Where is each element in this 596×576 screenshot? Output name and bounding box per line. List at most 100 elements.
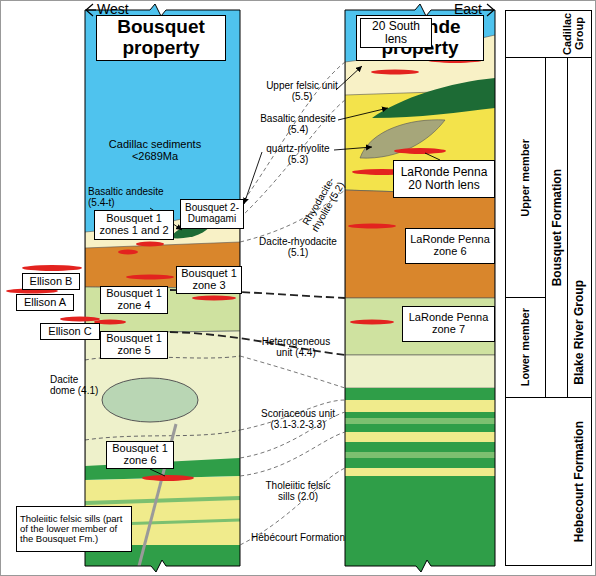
hebecourt-unit xyxy=(345,388,495,576)
east-arrow xyxy=(483,9,494,10)
bousquet-column-units xyxy=(85,0,240,576)
node-text: Lower member xyxy=(520,308,532,386)
node-text: Bousquet 2- Dumagami xyxy=(182,203,242,225)
node-text: Bousquet 1 zone 5 xyxy=(103,333,165,357)
node-text: Cadillac Group xyxy=(562,12,586,56)
node-text: Ellison C xyxy=(48,326,91,338)
basaltic-lens xyxy=(372,78,495,118)
node-text: Bousquet 1 zone 3 xyxy=(179,268,239,292)
group-cell: Cadillac Group xyxy=(505,10,592,58)
unit-label: quartz-rhyolite (5.3) xyxy=(262,143,334,165)
cadillac-unit xyxy=(85,0,240,576)
orebody-box: Bousquet 1 zone 3 xyxy=(176,266,242,294)
leader-arrow xyxy=(338,108,388,120)
leader-line xyxy=(150,469,165,476)
node-text: Ellison B xyxy=(30,276,73,288)
sill-stripe xyxy=(345,418,495,424)
member-cell: Lower member xyxy=(506,298,546,397)
orebody-box: 20 South lens xyxy=(360,18,432,48)
orebody-box: Ellison A xyxy=(16,294,74,311)
node-text: Bousquet Formation xyxy=(551,169,564,286)
unit-label: Cadillac sediments <2689Ma xyxy=(100,138,210,162)
node-text: LaRonde Penna zone 6 xyxy=(407,234,493,258)
orebody-box: Bousquet 1 zones 1 and 2 xyxy=(94,210,174,240)
node-text: Hebecourt Formation xyxy=(573,421,586,542)
orebody-box: Bousquet 1 zone 5 xyxy=(100,331,168,359)
node-text: Bousquet 1 zones 1 and 2 xyxy=(97,213,171,237)
node-text: Bousquet 1 zone 6 xyxy=(109,443,171,467)
orebody-box: Bousquet 2- Dumagami xyxy=(180,199,244,229)
correlation-line xyxy=(240,432,345,476)
node-text: Upper member xyxy=(520,139,532,217)
node-text: Tholeiitic felsic sills (part of the low… xyxy=(20,514,128,545)
correlation-line xyxy=(240,356,345,388)
orebody-box: LaRonde Penna 20 North lens xyxy=(393,160,495,198)
orebody-box: Ellison B xyxy=(22,273,80,290)
node-text: Blake River Group xyxy=(573,280,586,385)
sill-stripe xyxy=(345,468,495,476)
unit-label: Basaltic andesite (5.4-t) xyxy=(88,186,178,208)
column-outline xyxy=(85,4,240,572)
leader-arrow xyxy=(336,66,362,90)
node-text: LaRonde Penna zone 7 xyxy=(404,312,493,336)
column-outline xyxy=(345,4,495,572)
ore-lens xyxy=(192,296,236,301)
unit-label: Dacite-rhyodacite (5.1) xyxy=(253,236,343,258)
leader-line xyxy=(425,153,440,160)
formation-cell: Hebecourt Formation xyxy=(505,397,592,566)
unit-label: Upper felsic unit (5.5) xyxy=(262,80,342,102)
leader-lines xyxy=(150,48,440,476)
west-arrow xyxy=(86,9,96,10)
scoriaceous-unit xyxy=(345,355,495,388)
group-cell: Blake River Group Bousquet Formation Upper… xyxy=(505,57,592,398)
sill-stripe xyxy=(85,498,240,503)
dacite-dome xyxy=(102,378,198,422)
ore-lens xyxy=(348,224,396,229)
ore-lens xyxy=(118,250,138,255)
ore-lens xyxy=(394,148,446,154)
correlation-line xyxy=(240,400,345,430)
sill-stripe xyxy=(345,452,495,458)
heterogeneous-unit xyxy=(345,298,495,355)
unit-label: Dacite dome (4.1) xyxy=(50,374,102,396)
node-text: LaRonde Penna 20 North lens xyxy=(396,166,492,192)
formation-cell: Bousquet Formation Upper memberLower memb… xyxy=(506,58,568,397)
node-text: Bousquet 1 zone 4 xyxy=(103,288,165,312)
ore-lenses xyxy=(6,57,483,481)
leader-arrow xyxy=(334,147,372,150)
sill-stripe xyxy=(345,432,495,442)
property-header: Bousquet property xyxy=(96,15,226,61)
laronde-column-units xyxy=(345,0,495,576)
direction-label: West xyxy=(97,2,157,17)
orebody-box: Bousquet 1 zone 6 xyxy=(106,441,174,469)
contact-line xyxy=(85,430,240,440)
ore-lens xyxy=(371,70,419,75)
member-cell: Upper member xyxy=(506,58,546,298)
unit-label: Scoriaceous unit (3.1-3.2-3.3) xyxy=(250,408,346,430)
quartz-rhyolite-lens xyxy=(360,120,445,158)
ore-lens xyxy=(22,265,82,271)
unit-label: Tholeiitic felsic sills (2.0) xyxy=(256,480,340,502)
unit-label: Basaltic andesite (5.4) xyxy=(256,113,340,135)
note-box: Tholeiitic felsic sills (part of the low… xyxy=(16,506,132,552)
ore-lens xyxy=(60,317,100,322)
dacite-unit xyxy=(345,190,495,298)
leader-arrow xyxy=(244,152,262,204)
orebody-box: Ellison C xyxy=(40,323,100,340)
direction-label: East xyxy=(436,2,482,17)
scoriaceous-unit xyxy=(85,331,240,470)
cadillac-unit xyxy=(345,0,495,576)
node-text: Ellison A xyxy=(24,297,66,309)
orebody-box: Bousquet 1 zone 4 xyxy=(100,286,168,314)
unit-label: Hébécourt Formation xyxy=(246,532,350,543)
correlation-lines xyxy=(240,62,345,545)
sill-stripe xyxy=(345,400,495,412)
ore-lens xyxy=(136,242,164,247)
ore-lens xyxy=(350,320,394,325)
unit-label: Heterogeneous unit (4.4) xyxy=(254,336,338,358)
orebody-box: LaRonde Penna zone 6 xyxy=(405,228,495,264)
ore-lens xyxy=(142,475,194,481)
ore-lens xyxy=(126,275,174,280)
